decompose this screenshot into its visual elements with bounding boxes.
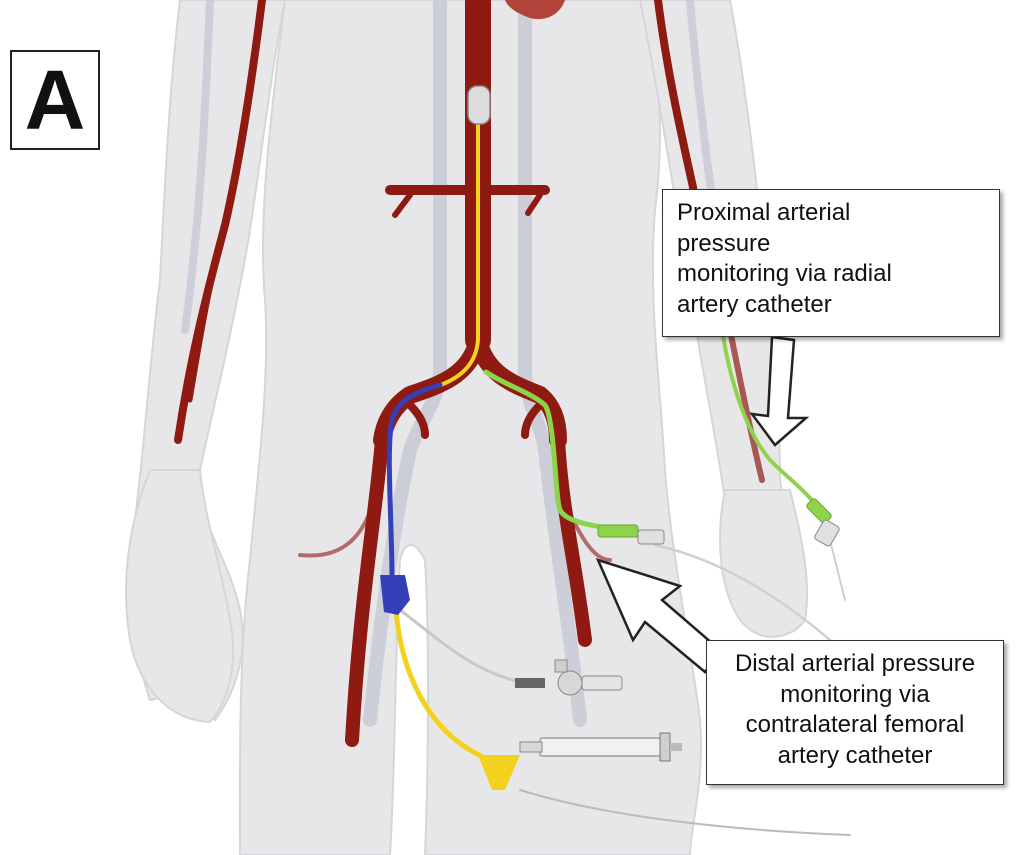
distal-callout-line: contralateral femoral (715, 710, 995, 741)
distal-callout: Distal arterial pressure monitoring via … (706, 640, 1004, 785)
proximal-callout-line: artery catheter (677, 290, 985, 321)
distal-callout-line: monitoring via (715, 680, 995, 711)
distal-callout-line: artery catheter (715, 741, 995, 772)
pressure-sensor-balloon (468, 86, 490, 124)
right-hand-shape (720, 490, 807, 637)
distal-callout-line: Distal arterial pressure (715, 649, 995, 680)
proximal-callout: Proximal arterial pressure monitoring vi… (662, 189, 1000, 337)
radial-connector (806, 498, 841, 547)
left-hand-shape (126, 470, 233, 722)
proximal-callout-line: pressure (677, 229, 985, 260)
proximal-callout-line: monitoring via radial (677, 259, 985, 290)
panel-label: A (10, 50, 100, 150)
proximal-callout-line: Proximal arterial (677, 198, 985, 229)
blue-sheath-hub (380, 575, 410, 615)
